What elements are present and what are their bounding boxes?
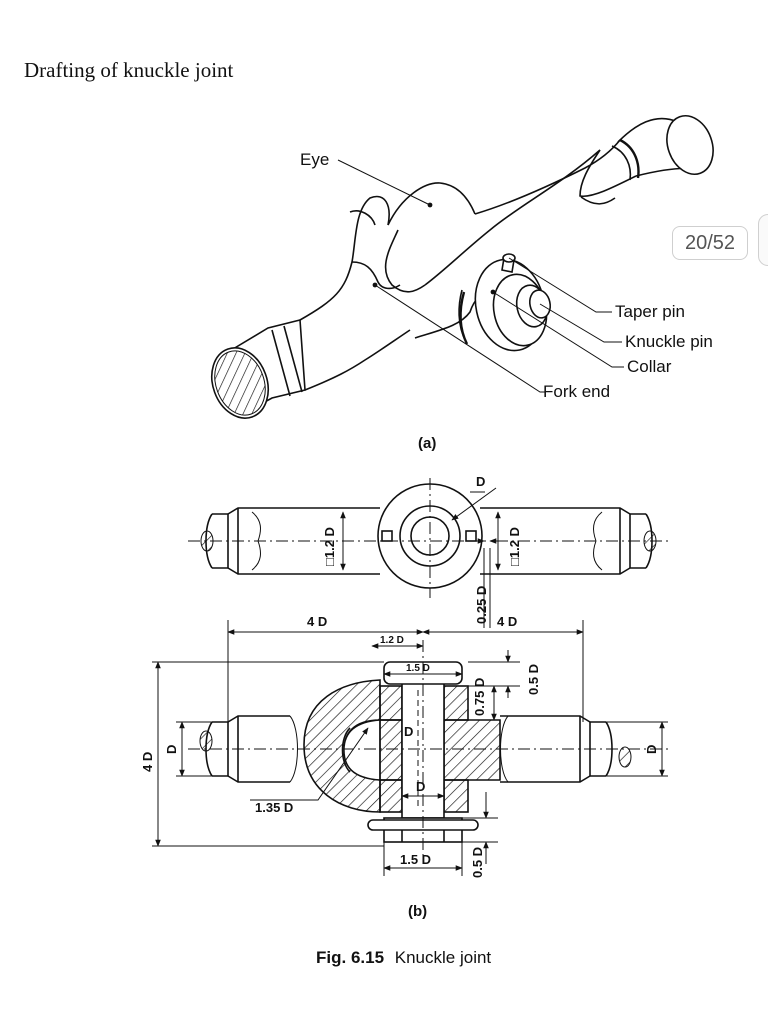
vertical-four-d-dim: 4 D <box>140 752 155 772</box>
taper-pin-label: Taper pin <box>615 302 685 321</box>
eye-one-two-d-dim: 1.2 D <box>380 635 404 646</box>
view-b-label: (b) <box>408 903 427 920</box>
knuckle-pin-label: Knuckle pin <box>625 332 713 351</box>
page-heading: Drafting of knuckle joint <box>24 58 234 82</box>
plan-pin-dia-dim: D <box>476 474 485 489</box>
pin-dia-dim: D <box>416 779 425 794</box>
collar-half-d-dim: 0.5 D <box>470 847 485 878</box>
isometric-leaders <box>337 159 624 393</box>
collar-one-five-d-dim: 1.5 D <box>400 852 431 867</box>
page-indicator-badge[interactable]: 20/52 <box>672 226 748 260</box>
eye-outer-dim: 1.35 D <box>255 800 293 815</box>
fork-three-quarter-d-dim: 0.75 D <box>472 678 487 716</box>
head-half-d-dim: 0.5 D <box>526 664 541 695</box>
plan-right-square-dim: □1.2 D <box>507 527 522 566</box>
right-four-d-dim: 4 D <box>497 614 517 629</box>
view-a-label: (a) <box>418 435 436 452</box>
figure-caption: Fig. 6.15 Knuckle joint <box>316 948 491 967</box>
eye-body <box>384 139 637 293</box>
sectional-view: 4 D 4 D 1.2 D 1.5 D 4 D D D 0.5 D 0.75 D <box>140 614 668 920</box>
fork-end-body <box>299 195 496 391</box>
left-rod-dia-dim: D <box>164 745 179 754</box>
collar-label: Collar <box>627 357 672 376</box>
head-one-five-d-dim: 1.5 D <box>406 663 430 674</box>
isometric-view: Eye Taper pin Knuckle pin Collar Fork en… <box>210 115 714 452</box>
left-four-d-dim: 4 D <box>307 614 327 629</box>
eye-label: Eye <box>300 150 329 169</box>
plan-view: □1.2 D □1.2 D D 0.25 D <box>188 474 668 628</box>
fork-end-label: Fork end <box>543 382 610 401</box>
figure-caption-number: Fig. 6.15 <box>316 948 384 967</box>
figure-caption-text: Knuckle joint <box>395 948 492 967</box>
plan-left-square-dim: □1.2 D <box>322 527 337 566</box>
right-rod-dia-dim: D <box>644 745 659 754</box>
eye-bore-dim: D <box>404 724 413 739</box>
collar-assembly <box>474 253 552 352</box>
right-rod <box>611 115 714 181</box>
left-rod <box>210 318 306 419</box>
plan-quarter-dim: 0.25 D <box>474 586 489 624</box>
